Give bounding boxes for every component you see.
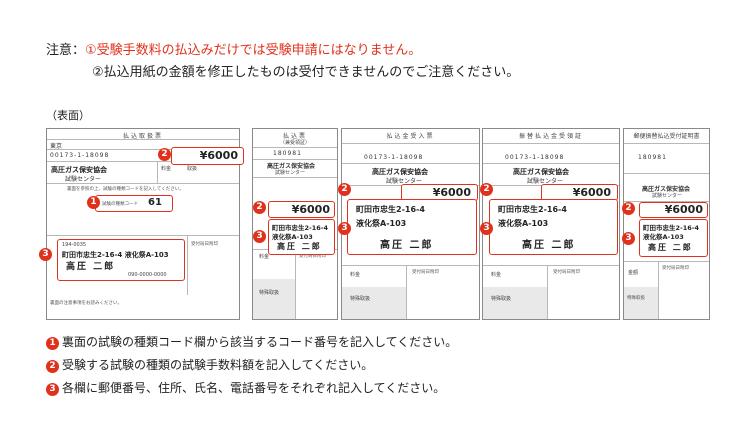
slip-2-stamp-label: 受付局日附印 bbox=[299, 254, 326, 259]
slip-5-special-label: 特殊取扱 bbox=[627, 296, 645, 301]
slip-3-payee: 高圧ガス保安協会 bbox=[372, 168, 428, 176]
instruction-3-text: 各欄に郵便番号、住所、氏名、電話番号をそれぞれ記入してください。 bbox=[62, 381, 446, 395]
instruction-1-text: 裏面の試験の種類コード欄から該当するコード番号を記入してください。 bbox=[62, 335, 458, 349]
slip-2-address-1: 町田市忠生2-16-4 bbox=[272, 224, 328, 232]
slip-4-stamp-label: 受付局日附印 bbox=[553, 270, 580, 275]
badge-2-slip5: 2 bbox=[622, 202, 635, 215]
badge-2-slip2: 2 bbox=[253, 201, 266, 214]
slip-3-amount: ¥6000 bbox=[432, 186, 471, 199]
payee-name: 高圧ガス保安協会 bbox=[51, 166, 107, 174]
slip-3-fee-label: 料金 bbox=[350, 272, 361, 278]
type-code-value: 61 bbox=[148, 197, 162, 208]
slip-5-payee-sub: 試験センター bbox=[652, 193, 683, 199]
badge-2-slip3: 2 bbox=[338, 183, 351, 196]
slip-2-payee: 高圧ガス保安協会 bbox=[267, 163, 316, 170]
slip-4-sender-field[interactable]: 町田市忠生2-16-4 液化祭A-103 高圧 二郎 bbox=[489, 199, 618, 255]
sender-phone: 090-0000-0000 bbox=[128, 272, 167, 278]
badge-3-slip5: 3 bbox=[622, 232, 635, 245]
slip-5-payee: 高圧ガス保安協会 bbox=[642, 186, 691, 193]
slip-3-payee-sub: 試験センター bbox=[386, 178, 423, 185]
slip-4-address-2: 液化祭A-103 bbox=[498, 219, 549, 228]
sender-name: 高圧 二郎 bbox=[66, 262, 116, 272]
instruction-2-text: 受験する試験の種類の試験手数料額を記入してください。 bbox=[62, 358, 374, 372]
payee-sub: 試験センター bbox=[65, 176, 102, 183]
slip-3-address-2: 液化祭A-103 bbox=[356, 219, 407, 228]
sender-field[interactable]: 194-0035 町田市忠生2-16-4 液化祭A-103 高圧 二郎 090-… bbox=[57, 239, 185, 281]
address-line-2: 液化祭A-103 bbox=[124, 251, 169, 259]
slip-3-address-1: 町田市忠生2-16-4 bbox=[356, 205, 425, 214]
slip-5-title: 郵便振替払込受付証明書 bbox=[633, 133, 700, 140]
slip-2-subtitle: （兼受領証） bbox=[279, 140, 310, 146]
handling-label: 取扱 bbox=[187, 166, 198, 172]
type-code-label: 試験の種類コード bbox=[102, 202, 138, 207]
slip-5-sender-field[interactable]: 町田市忠生2-16-4 液化祭A-103 高圧 二郎 bbox=[639, 219, 708, 257]
slip-2-sender-field[interactable]: 町田市忠生2-16-4 液化祭A-103 高圧 二郎 bbox=[268, 219, 335, 255]
amount-field[interactable]: ¥6000 bbox=[171, 147, 244, 165]
notice-label: 注意： bbox=[46, 43, 86, 58]
slip-3-name: 高圧 二郎 bbox=[380, 240, 434, 251]
received-stamp-label: 受付局日附印 bbox=[191, 242, 218, 247]
account-office: 東京 bbox=[50, 143, 63, 150]
slip-4-amount-field[interactable]: ¥6000 bbox=[541, 184, 618, 201]
slip-4-address-1: 町田市忠生2-16-4 bbox=[498, 205, 567, 214]
slip-2-address-2: 液化祭A-103 bbox=[272, 233, 313, 241]
slip-5-amount-label: 金額 bbox=[628, 270, 639, 276]
slip-2-special-label: 特殊取扱 bbox=[259, 290, 280, 296]
slip-5-stamp-label: 受付局日附印 bbox=[662, 266, 689, 271]
sender-address: 町田市忠生2-16-4 液化祭A-103 bbox=[62, 250, 169, 260]
slip-4-payee: 高圧ガス保安協会 bbox=[513, 168, 569, 176]
amount-value: ¥6000 bbox=[199, 149, 238, 162]
badge-3-slip2: 3 bbox=[253, 230, 266, 243]
badge-3-slip4: 3 bbox=[480, 222, 493, 235]
slip-5-amount: ¥6000 bbox=[664, 203, 703, 216]
slip-2-payee-sub: 試験センター bbox=[275, 170, 306, 176]
slip-4-amount: ¥6000 bbox=[572, 186, 611, 199]
slip-4-account: 00173-1-18098 bbox=[505, 154, 565, 161]
slip-2-amount-field[interactable]: ¥6000 bbox=[268, 201, 335, 218]
slip-5-address-2: 液化祭A-103 bbox=[643, 233, 684, 241]
slip-3-stamp-label: 受付局日附印 bbox=[412, 270, 439, 275]
slip-3-title: 払込金受入票 bbox=[386, 133, 435, 140]
type-code-field[interactable]: 試験の種類コード 61 bbox=[95, 195, 173, 212]
badge-3-main: 3 bbox=[39, 248, 52, 261]
badge-3-slip3: 3 bbox=[338, 222, 351, 235]
slip-3-account: 00173-1-18098 bbox=[364, 154, 424, 161]
back-note: 裏面の注意事項をお読みください。 bbox=[50, 301, 122, 306]
slip-4-special-label: 特殊取扱 bbox=[491, 296, 512, 302]
slip-4-payee-sub: 試験センター bbox=[527, 178, 564, 185]
slip-main-title: 払込取扱票 bbox=[122, 133, 163, 140]
badge-2-main: 2 bbox=[158, 148, 171, 161]
slip-4-name: 高圧 二郎 bbox=[522, 240, 576, 251]
slip-2-account: 180981 bbox=[273, 150, 302, 157]
instruction-1-badge: 1 bbox=[46, 337, 59, 350]
badge-2-slip4: 2 bbox=[480, 183, 493, 196]
face-label: （表面） bbox=[46, 109, 90, 122]
slip-4-title: 振替払込金受領証 bbox=[518, 133, 583, 140]
notice-line-1: 注意：①受験手数料の払込みだけでは受験申請にはなりません。 bbox=[46, 41, 421, 61]
slip-2-fee-label: 料金 bbox=[259, 254, 270, 260]
instruction-2-badge: 2 bbox=[46, 360, 59, 373]
slip-2-name: 高圧 二郎 bbox=[277, 242, 322, 251]
notice-text-1: ①受験手数料の払込みだけでは受験申請にはなりません。 bbox=[85, 43, 422, 58]
slip-3-sender-field[interactable]: 町田市忠生2-16-4 液化祭A-103 高圧 二郎 bbox=[347, 199, 477, 255]
slip-2-title: 払込票 bbox=[282, 133, 307, 140]
slip-2-amount: ¥6000 bbox=[291, 203, 330, 216]
slip-5-account: 180981 bbox=[638, 154, 667, 161]
instruction-3-badge: 3 bbox=[46, 383, 59, 396]
slip-5-address-1: 町田市忠生2-16-4 bbox=[643, 224, 699, 232]
address-line-1: 町田市忠生2-16-4 bbox=[62, 251, 123, 259]
notice-text-2: ②払込用紙の金額を修正したものは受付できませんのでご注意ください。 bbox=[92, 65, 520, 80]
account-number: 00173-1-18098 bbox=[50, 152, 110, 159]
postal-code: 194-0035 bbox=[62, 242, 87, 248]
badge-1-main: 1 bbox=[87, 196, 100, 209]
slip-4-fee-label: 料金 bbox=[491, 272, 502, 278]
fee-label: 料金 bbox=[161, 166, 172, 172]
slip-5-amount-field[interactable]: ¥6000 bbox=[639, 202, 708, 218]
slip-3-special-label: 特殊取扱 bbox=[350, 296, 371, 302]
slip-5-name: 高圧 二郎 bbox=[648, 243, 693, 252]
type-code-instruction: 裏面を参照の上、試験の種類コードを記入してください。 bbox=[67, 187, 184, 192]
